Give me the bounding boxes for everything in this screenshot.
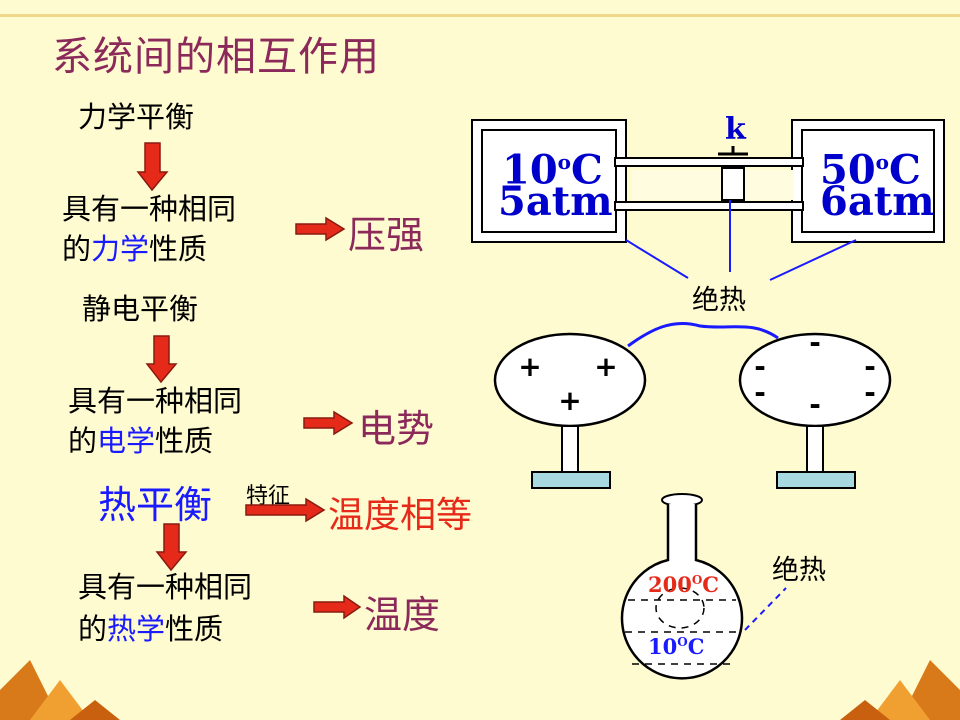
- thermal-property-line2: 的热学性质: [78, 612, 224, 646]
- thermal-property-line1: 具有一种相同: [78, 570, 253, 604]
- charge-label: +: [518, 350, 541, 383]
- flask-outer-temperature: 10OC: [648, 634, 705, 659]
- charge-label: +: [558, 384, 581, 417]
- flask-insulation-line: [744, 587, 787, 631]
- right-arrow-icon: [303, 410, 354, 436]
- page-title: 系统间的相互作用: [52, 34, 380, 80]
- down-arrow-icon: [136, 142, 169, 192]
- electric-property-line1: 具有一种相同: [68, 384, 243, 418]
- right-arrow-icon: [313, 594, 362, 620]
- charge-label: -: [809, 326, 821, 359]
- mechanical-property-line1: 具有一种相同: [62, 192, 237, 226]
- electric-property-line2: 的电学性质: [68, 424, 214, 458]
- thermal-equilibrium-label: 热平衡: [98, 483, 213, 527]
- left-chamber-pressure: 5atm: [498, 178, 613, 225]
- right-chamber-temperature: 50oC: [820, 146, 921, 194]
- right-arrow-icon: [295, 216, 346, 242]
- charge-label: +: [594, 350, 617, 383]
- right-chamber-pressure: 6atm: [820, 178, 935, 225]
- flask-inner-temperature: 200OC: [648, 572, 720, 597]
- electrostatic-equilibrium-label: 静电平衡: [82, 292, 199, 326]
- charge-label: -: [864, 376, 876, 409]
- chamber-insulation-label: 绝热: [692, 285, 746, 316]
- connecting-wire: [627, 321, 779, 348]
- left-sphere: [493, 332, 647, 489]
- right-arrow-icon: [245, 497, 326, 523]
- down-arrow-icon: [155, 523, 188, 572]
- charge-label: -: [754, 376, 766, 409]
- left-chamber-temperature: 10oC: [502, 146, 603, 194]
- charge-label: -: [754, 350, 766, 383]
- mechanical-property-line2: 的力学性质: [62, 232, 208, 266]
- flask: [620, 493, 744, 680]
- potential-label: 电势: [358, 407, 435, 451]
- charge-label: -: [864, 350, 876, 383]
- temperature-label: 温度: [364, 593, 441, 637]
- down-arrow-icon: [145, 335, 178, 384]
- mechanical-equilibrium-label: 力学平衡: [78, 100, 195, 134]
- charge-label: -: [809, 388, 821, 421]
- top-divider: [0, 14, 960, 17]
- insulation-lines: [625, 200, 857, 281]
- right-sphere: [738, 332, 892, 489]
- pressure-label: 压强: [348, 213, 425, 257]
- corner-decoration: [0, 660, 960, 720]
- gas-chambers: [471, 119, 945, 243]
- valve-k-label: k: [725, 112, 746, 147]
- flask-insulation-label: 绝热: [772, 555, 826, 586]
- equal-temperature-label: 温度相等: [328, 495, 473, 536]
